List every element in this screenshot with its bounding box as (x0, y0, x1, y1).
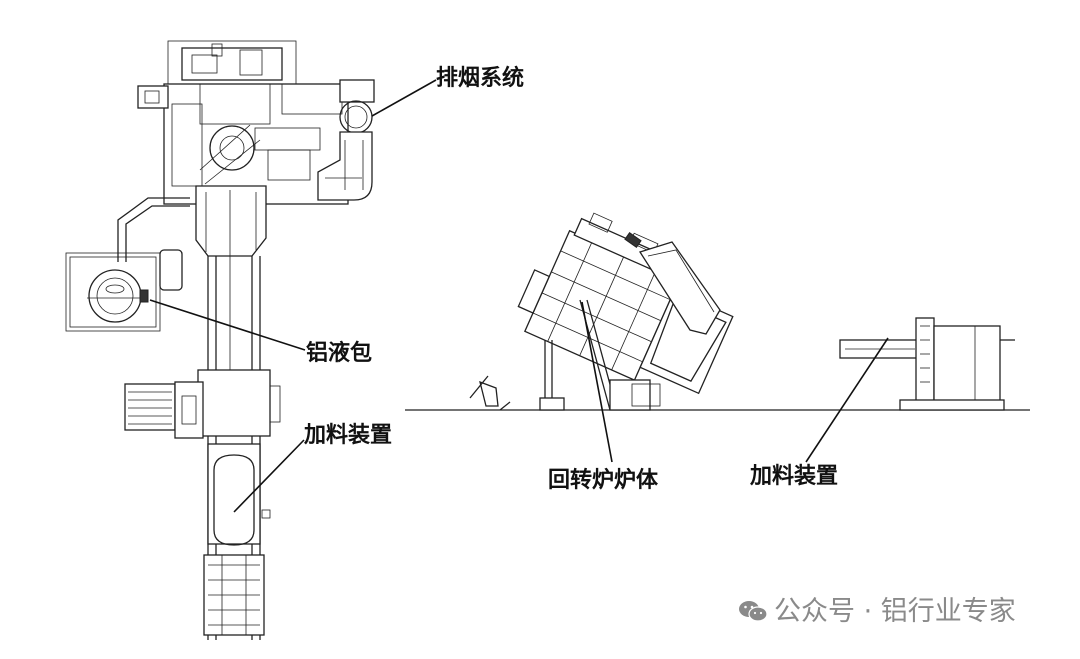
leader-charging-right (805, 337, 889, 463)
furnace-lid (638, 241, 721, 335)
watermark-text: 公众号 · 铝行业专家 (774, 596, 1016, 627)
wechat-icon (738, 599, 768, 623)
cross-trolley (124, 369, 281, 439)
small-device (469, 375, 499, 407)
charging-machine (839, 317, 1015, 411)
label-charging-device-left: 加料装置 (304, 423, 393, 448)
watermark: 公众号 · 铝行业专家 (738, 598, 1016, 625)
lower-hood (195, 185, 267, 257)
top-machinery (181, 47, 283, 81)
leader-furnace-body (581, 301, 613, 463)
leader-ladle (149, 299, 306, 351)
leader-exhaust (371, 79, 437, 117)
elevation-view (405, 212, 1030, 411)
leader-charging-left (233, 439, 305, 513)
furnace-support (539, 299, 661, 411)
exhaust-duct (317, 79, 375, 201)
ladle-station (65, 249, 183, 332)
label-rotary-furnace-body: 回转炉炉体 (548, 468, 659, 493)
charging-hopper-plan (203, 443, 271, 636)
ladle-pipe (117, 197, 190, 262)
label-charging-device-right: 加料装置 (750, 464, 839, 489)
rotary-furnace (517, 212, 734, 395)
label-aluminum-ladle: 铝液包 (306, 341, 373, 366)
label-exhaust-system: 排烟系统 (436, 66, 525, 91)
plan-view (65, 40, 375, 640)
leader-lines (149, 79, 889, 513)
